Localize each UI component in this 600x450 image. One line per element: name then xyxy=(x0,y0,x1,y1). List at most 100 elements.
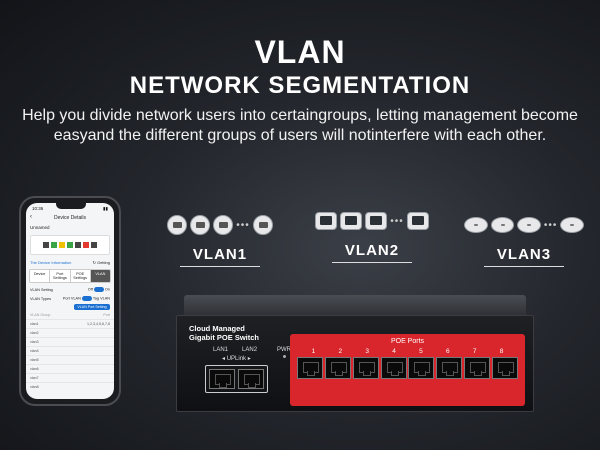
ethernet-port-icon xyxy=(209,369,235,389)
ellipsis-icon: ••• xyxy=(390,215,404,227)
ethernet-port-icon xyxy=(436,357,463,379)
back-icon[interactable]: ‹ xyxy=(30,214,32,220)
phone-mockup: 10:36 ▮▮ ‹ Device Details Unnamed The De… xyxy=(19,196,121,406)
uplink-ports xyxy=(205,365,268,393)
pwr-led-icon xyxy=(282,355,286,358)
port-number: 1 xyxy=(311,348,316,355)
uplink-text: UPLink xyxy=(226,356,247,362)
ethernet-port-icon xyxy=(296,357,323,379)
port-number: 2 xyxy=(338,348,343,355)
ellipsis-icon: ••• xyxy=(236,219,250,231)
vlan-setting-on: On xyxy=(104,287,110,292)
lan-labels: LAN1 LAN2 xyxy=(213,347,257,353)
vlan-toggle[interactable] xyxy=(93,287,104,292)
vlan-row-name: vlan1 xyxy=(30,322,39,326)
status-time: 10:36 xyxy=(32,206,44,211)
device-info-link[interactable]: The Device Information xyxy=(30,260,72,265)
phone-screen: 10:36 ▮▮ ‹ Device Details Unnamed The De… xyxy=(26,203,114,399)
port-number: 7 xyxy=(472,348,477,355)
table-row[interactable]: vlan8 xyxy=(26,382,114,391)
table-row[interactable]: vlan1 1,2,3,4,5,6,7,8 xyxy=(26,319,114,328)
port-indicator xyxy=(75,242,81,248)
table-row[interactable]: vlan7 xyxy=(26,373,114,382)
port-indicator xyxy=(43,242,49,248)
tab-vlan[interactable]: VLAN xyxy=(90,270,110,282)
tab-poe-settings[interactable]: POE Settings xyxy=(70,270,91,282)
port-indicator xyxy=(59,242,65,248)
vlan-type-toggle[interactable] xyxy=(81,296,92,301)
poe-title: POE Ports xyxy=(390,338,425,345)
port-number: 6 xyxy=(446,348,450,355)
tag-vlan-option[interactable]: Tag VLAN xyxy=(92,296,110,301)
page-title: VLAN xyxy=(254,34,346,70)
vlan-row-name: vlan6 xyxy=(30,367,39,371)
port-indicator xyxy=(51,242,57,248)
ethernet-port-icon xyxy=(380,357,407,379)
signal-icon: ▮▮ xyxy=(103,206,108,211)
divider xyxy=(180,266,260,267)
lan1-label: LAN1 xyxy=(213,347,229,353)
divider xyxy=(332,262,412,263)
vlan-types-row: VLAN Types Port VLAN Tag VLAN xyxy=(26,294,114,303)
vlan-label: VLAN3 xyxy=(496,246,552,263)
table-row[interactable]: vlan5 xyxy=(26,355,114,364)
vlan-types-label: VLAN Types xyxy=(30,296,52,301)
column-group: VLAN Group xyxy=(30,313,51,317)
poe-port-row xyxy=(290,355,525,379)
app-header: ‹ Device Details xyxy=(26,212,114,223)
port-numbers: 1 2 3 4 5 6 7 8 xyxy=(290,345,525,355)
switch-preview xyxy=(30,235,110,255)
camera-icon xyxy=(252,215,273,235)
phone-notch xyxy=(56,203,86,209)
brand-line-1: Cloud Managed xyxy=(189,324,245,333)
pwr-label: PWR xyxy=(277,347,291,353)
switch-brand: Cloud Managed Gigabit POE Switch xyxy=(189,324,259,342)
table-row[interactable]: vlan4 xyxy=(26,346,114,355)
ethernet-port-icon xyxy=(324,357,351,379)
vlan-table-header: VLAN Group Port xyxy=(26,311,114,319)
vlan-row-name: vlan5 xyxy=(30,358,39,362)
poe-ports-panel: POE Ports 1 2 3 4 5 6 7 8 xyxy=(290,334,525,406)
vlan-row-name: vlan8 xyxy=(30,385,39,389)
vlan-row-name: vlan7 xyxy=(30,376,39,380)
port-vlan-option[interactable]: Port VLAN xyxy=(62,296,81,301)
pwr-indicator: PWR xyxy=(277,347,291,358)
port-number: 5 xyxy=(419,348,423,355)
tab-bar: Device Port Settings POE Settings VLAN xyxy=(29,269,111,283)
ethernet-port-icon xyxy=(492,357,519,379)
vlan-port-setting-button[interactable]: VLAN Port Setting xyxy=(74,304,110,310)
ethernet-port-icon xyxy=(352,357,379,379)
getting-button[interactable]: ↻ Getting xyxy=(93,260,110,265)
ethernet-port-icon xyxy=(464,357,491,379)
hero: VLAN NETWORK SEGMENTATION Help you divid… xyxy=(0,34,600,146)
brand-line-2: Gigabit POE Switch xyxy=(189,333,260,342)
vlan-row-ports: 1,2,3,4,5,6,7,8 xyxy=(87,322,110,326)
tab-device[interactable]: Device xyxy=(30,270,51,282)
vlan-label: VLAN2 xyxy=(344,242,400,259)
ethernet-port-icon xyxy=(408,357,435,379)
tab-port-settings[interactable]: Port Settings xyxy=(50,270,71,282)
description: Help you divide network users into certa… xyxy=(22,107,578,144)
uplink-label: ◂ UPLink ▸ xyxy=(222,356,251,362)
access-point-icon xyxy=(517,217,541,233)
port-indicator xyxy=(83,242,89,248)
vlan-row-name: vlan2 xyxy=(30,331,39,335)
port-number: 3 xyxy=(365,348,369,355)
refresh-icon: ↻ xyxy=(92,260,96,265)
vlan-group-2: ••• VLAN2 xyxy=(312,208,432,263)
table-row[interactable]: vlan6 xyxy=(26,364,114,373)
vlan-row-name: vlan4 xyxy=(30,349,39,353)
vlan-label: VLAN1 xyxy=(192,246,248,263)
camera-icon xyxy=(213,215,234,235)
vlan-row-name: vlan3 xyxy=(30,340,39,344)
vlan-group-3: ••• VLAN3 xyxy=(464,212,585,267)
monitor-icon xyxy=(365,212,388,230)
access-point-icon xyxy=(464,217,488,233)
table-row[interactable]: vlan3 xyxy=(26,337,114,346)
getting-label: Getting xyxy=(97,260,110,265)
vlan-setting-label: VLAN Setting xyxy=(30,287,53,292)
port-number: 8 xyxy=(499,348,504,355)
divider xyxy=(484,266,564,267)
vlan-setting-off: Off xyxy=(87,287,93,292)
table-row[interactable]: vlan2 xyxy=(26,328,114,337)
